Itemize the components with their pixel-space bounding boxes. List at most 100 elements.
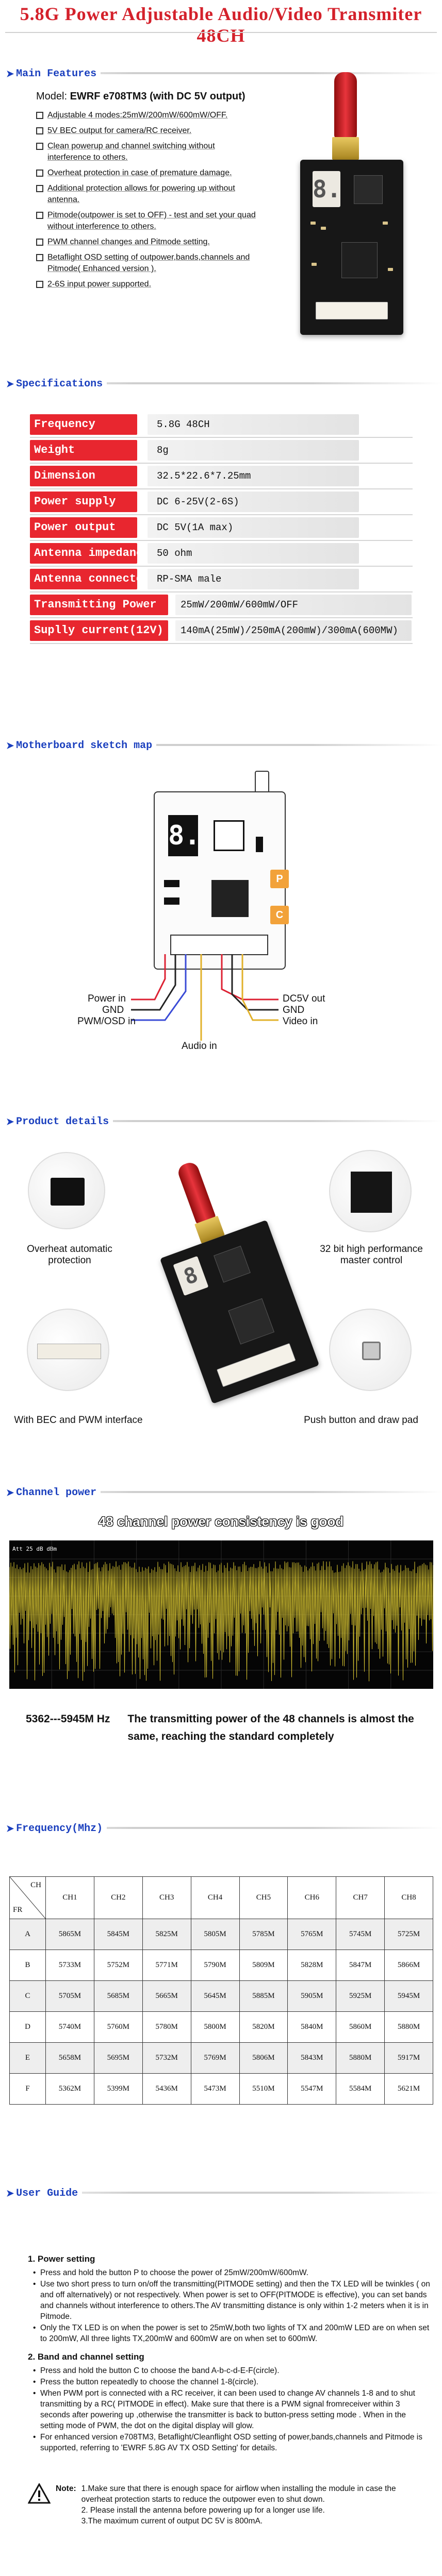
frequency-cell: 5399M xyxy=(93,2073,143,2105)
frequency-cell: 5809M xyxy=(239,1950,288,1981)
antenna-icon xyxy=(334,72,357,139)
band-cell: C xyxy=(9,1980,46,2012)
page-title: 5.8G Power Adjustable Audio/Video Transm… xyxy=(20,4,422,46)
feature-text: Adjustable 4 modes:25mW/200mW/600mW/OFF. xyxy=(47,111,228,120)
spec-key: Dimension xyxy=(30,466,137,486)
model-label: Model: xyxy=(36,91,68,102)
frequency-cell: 5860M xyxy=(336,2011,385,2043)
section-title: Frequency(Mhz) xyxy=(16,1823,103,1835)
mcu-label: 32 bit high performance master control xyxy=(320,1244,423,1266)
spectrum-trace xyxy=(9,1540,433,1689)
feature-item: Adjustable 4 modes:25mW/200mW/600mW/OFF. xyxy=(36,110,258,121)
spec-key: Frequency xyxy=(30,414,137,435)
frequency-cell: 5685M xyxy=(93,1980,143,2012)
chevron-right-icon: ➤ xyxy=(6,69,14,79)
spec-row: Antenna connectorRP-SMA male xyxy=(30,567,413,592)
spectrum-scope: Att 25 dB dBm xyxy=(9,1540,433,1689)
frequency-cell: 5547M xyxy=(287,2073,337,2105)
frequency-cell: 5760M xyxy=(93,2011,143,2043)
section-title: Specifications xyxy=(16,378,103,390)
spec-key: Weight xyxy=(30,440,137,461)
band-cell: A xyxy=(9,1919,46,1950)
frequency-cell: 5866M xyxy=(384,1950,433,1981)
note-item: 3.The maximum current of output DC 5V is… xyxy=(81,2517,263,2526)
frequency-cell: 5785M xyxy=(239,1919,288,1950)
spec-row: Power output DC 5V(1A max) xyxy=(30,515,413,541)
corner-cell: CH FR xyxy=(9,1876,46,1919)
feature-item: Betaflight OSD setting of outpower,bands… xyxy=(36,252,258,275)
frequency-cell: 5745M xyxy=(336,1919,385,1950)
section-header-guide: ➤ User Guide xyxy=(0,2183,442,2202)
button-label: Push button and draw pad xyxy=(304,1415,418,1426)
frequency-cell: 5771M xyxy=(142,1950,191,1981)
feature-text: Pitmode(outpower is set to OFF) - test a… xyxy=(47,211,256,231)
button-closeup xyxy=(329,1309,412,1391)
frequency-cell: 5765M xyxy=(287,1919,337,1950)
spec-value: 8g xyxy=(148,440,359,461)
channel-power: 48 channel power consistency is good Att… xyxy=(0,1499,442,1808)
frequency-cell: 5790M xyxy=(190,1950,240,1981)
feature-item: Overheat protection in case of premature… xyxy=(36,167,258,179)
frequency-cell: 5828M xyxy=(287,1950,337,1981)
corner-fr: FR xyxy=(13,1906,23,1914)
button-c: C xyxy=(270,906,289,924)
checkbox-icon xyxy=(36,112,43,119)
frequency-range: 5362---5945M Hz xyxy=(26,1713,110,1725)
feature-text: 2-6S input power supported. xyxy=(47,280,152,289)
frequency-cell: 5752M xyxy=(93,1950,143,1981)
guide-item: Press the button repeatedly to choose th… xyxy=(33,2377,430,2387)
section-title: Motherboard sketch map xyxy=(16,740,153,752)
frequency-cell: 5800M xyxy=(190,2011,240,2043)
scope-readout: Att 25 dB dBm xyxy=(12,1546,57,1552)
frequency-cell: 5621M xyxy=(384,2073,433,2105)
spec-value: DC 6-25V(2-6S) xyxy=(148,492,359,512)
guide-item: Press and hold the button C to choose th… xyxy=(33,2365,430,2376)
band-cell: B xyxy=(9,1950,46,1981)
frequency-cell: 5740M xyxy=(45,2011,94,2043)
spec-value: 32.5*22.6*7.25mm xyxy=(148,466,359,486)
model-line: Model: EWRF e708TM3 (with DC 5V output) xyxy=(36,91,258,103)
features-list: Model: EWRF e708TM3 (with DC 5V output) … xyxy=(36,91,258,294)
digit-display: 8. xyxy=(168,815,201,856)
spec-key: Antenna impedance xyxy=(30,543,137,564)
spec-value: 50 ohm xyxy=(148,543,359,564)
checkbox-icon xyxy=(36,143,43,150)
column-header: CH1 xyxy=(45,1876,94,1919)
feature-text: Additional protection allows for powerin… xyxy=(47,184,235,204)
overheat-label: Overheat automatic protection xyxy=(27,1244,112,1266)
frequency-cell: 5780M xyxy=(142,2011,191,2043)
spec-key: Power output xyxy=(30,517,137,538)
scope-trace xyxy=(9,1561,433,1682)
guide-step-title: 2. Band and channel setting xyxy=(28,2352,144,2362)
guide-item: For enhanced version e708TM3, Betaflight… xyxy=(33,2432,430,2453)
feature-item: PWM channel changes and Pitmode setting. xyxy=(36,236,258,248)
guide-item: Press and hold the button P to choose th… xyxy=(33,2267,430,2278)
frequency-cell: 5905M xyxy=(287,1980,337,2012)
guide-step-list: Press and hold the button P to choose th… xyxy=(33,2267,430,2344)
feature-item: 2-6S input power supported. xyxy=(36,279,258,290)
frequency-cell: 5732M xyxy=(142,2042,191,2074)
spec-value: 25mW/200mW/600mW/OFF xyxy=(175,595,412,615)
spec-row: Suplly current(12V)140mA(25mW)/250mA(200… xyxy=(30,618,413,644)
spec-value: DC 5V(1A max) xyxy=(148,517,359,538)
frequency-cell: 5945M xyxy=(384,1980,433,2012)
frequency-cell: 5584M xyxy=(336,2073,385,2105)
gnd-right-label: GND xyxy=(283,1005,305,1015)
note-item: 2. Please install the antenna before pow… xyxy=(81,2506,325,2515)
frequency-cell: 5769M xyxy=(190,2042,240,2074)
column-header: CH4 xyxy=(190,1876,240,1919)
note-label: Note: xyxy=(56,2484,76,2493)
spec-row: Dimension 32.5*22.6*7.25mm xyxy=(30,464,413,489)
frequency-cell: 5725M xyxy=(384,1919,433,1950)
column-header: CH3 xyxy=(142,1876,191,1919)
connector-header xyxy=(316,302,388,319)
feature-text: Betaflight OSD setting of outpower,bands… xyxy=(47,253,250,273)
section-title: User Guide xyxy=(16,2188,78,2199)
feature-text: Clean powerup and channel switching with… xyxy=(47,142,215,162)
band-cell: D xyxy=(9,2011,46,2043)
bec-closeup xyxy=(27,1309,109,1391)
frequency-cell: 5362M xyxy=(45,2073,94,2105)
